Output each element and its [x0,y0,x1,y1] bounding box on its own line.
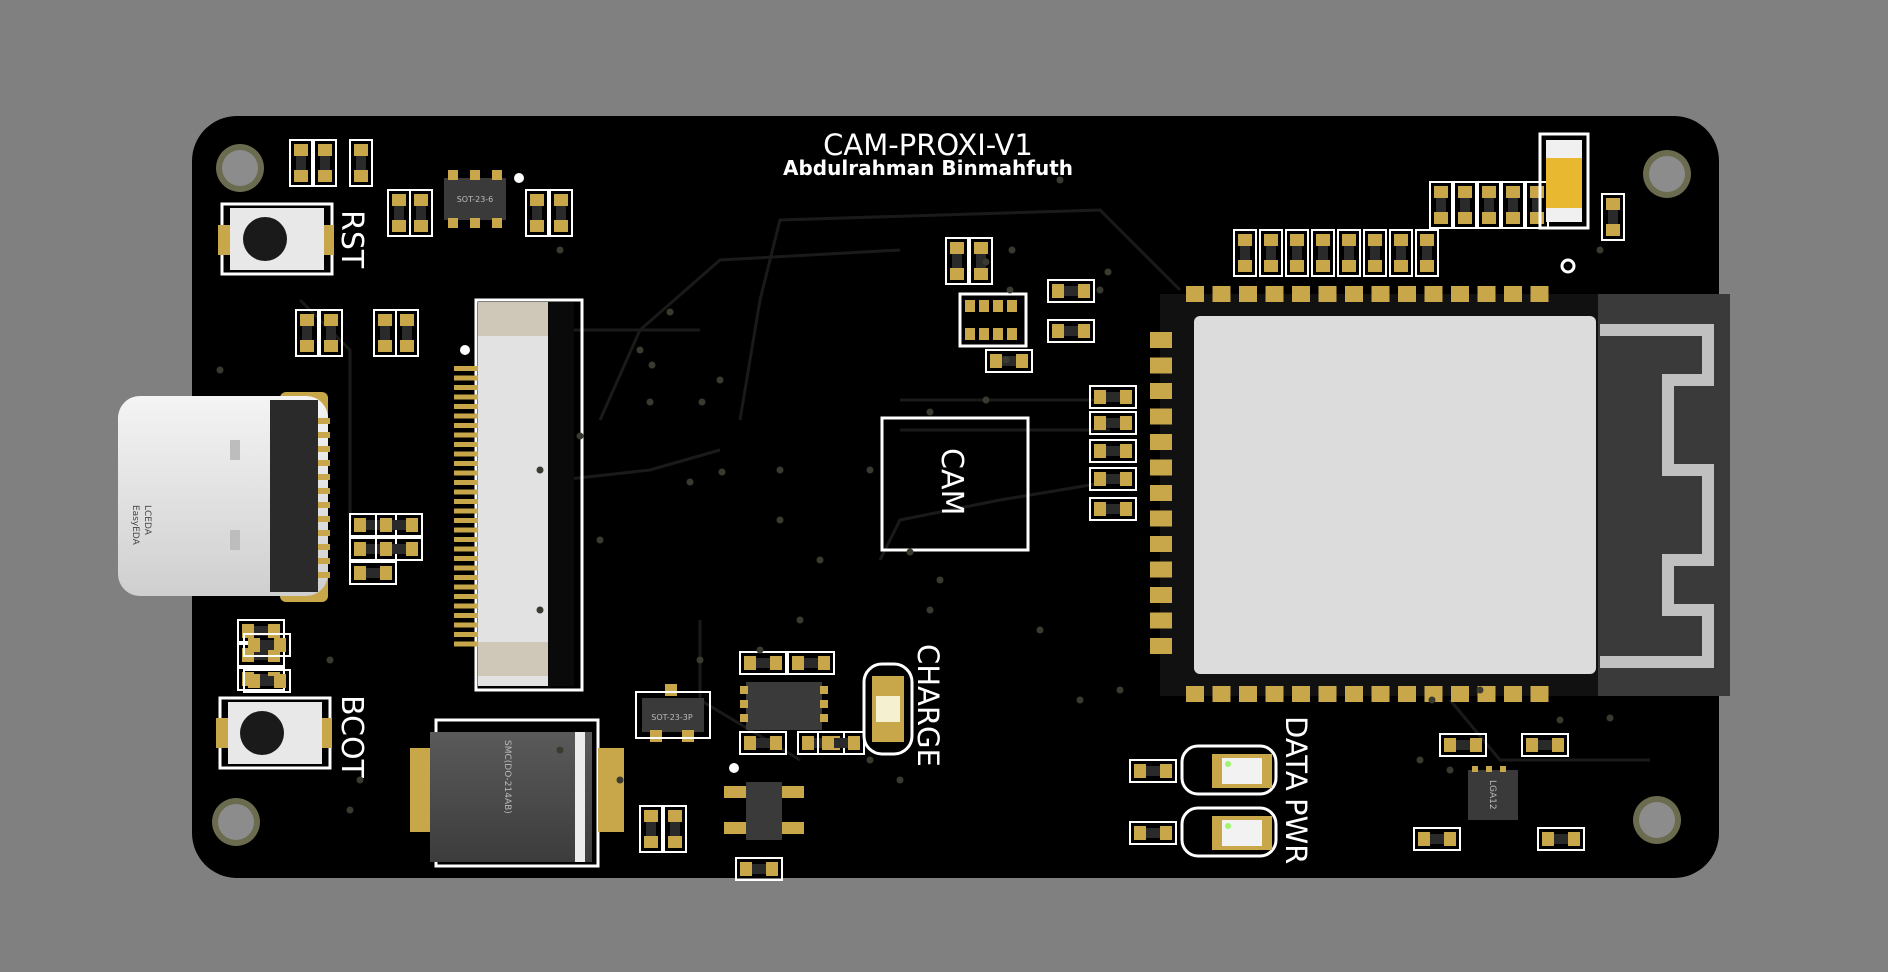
top-center-ic [958,292,1028,348]
lga12-label: LGA12 [1487,780,1497,810]
usb-logo-text-2: EasyEDA [130,505,140,546]
tantalum-capacitor [1538,132,1590,274]
mounting-holes [212,144,1691,846]
sot23-6-chip [444,170,524,228]
charger-ic [740,682,828,730]
usb-logo-text: LCEDA [142,505,152,536]
rst-switch [218,202,334,276]
sot23-6-label: SOT-23-6 [457,195,494,204]
pwr-label: PWR [1279,798,1313,864]
data-led [1180,744,1278,796]
charge-led [862,662,914,756]
esp32-module [1150,286,1730,702]
boot-switch [216,696,332,770]
board-title: CAM-PROXI-V1 [823,128,1033,162]
vias [216,176,1614,814]
sot23-3-label: SOT-23-3P [651,713,693,722]
smc-diode [410,718,624,868]
ldo-regulator [724,763,804,840]
rst-label: RST [334,210,369,269]
usb-c-connector [118,392,330,602]
board-author: Abdulrahman Binmahfuth [783,156,1073,180]
pwr-led [1180,806,1278,858]
charge-label: CHARGE [911,644,945,767]
data-label: DATA [1279,716,1313,791]
sot23-3-chip [635,684,711,742]
cam-outline [880,416,1030,552]
boot-label: BCOT [334,695,369,779]
passive-components [237,139,1625,881]
fpc-connector [454,298,584,692]
smc-label: SMC(DO-214AB) [502,740,512,814]
cam-label: CAM [934,448,969,515]
lga12-sensor [1468,766,1518,820]
